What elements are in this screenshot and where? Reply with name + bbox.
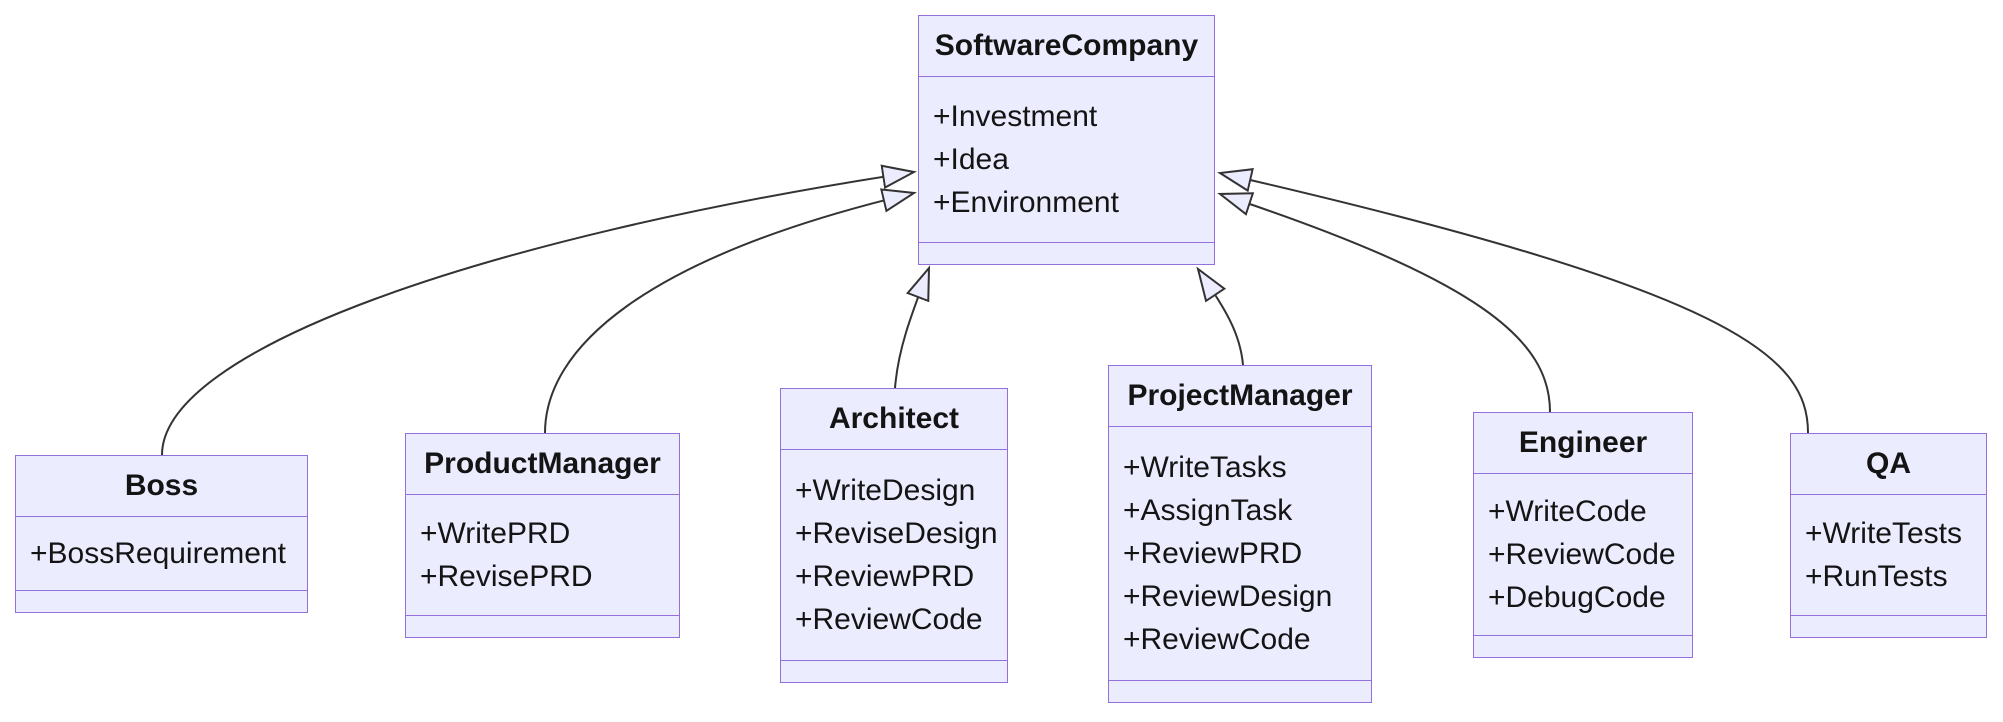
class-methods-empty — [406, 615, 679, 637]
class-methods-empty — [1791, 615, 1986, 637]
class-attribute: +WriteCode — [1488, 495, 1647, 528]
class-title-softwarecompany: SoftwareCompany — [934, 29, 1199, 62]
class-attribute: +ReviewCode — [795, 603, 983, 636]
class-box-engineer: Engineer +WriteCode +ReviewCode +DebugCo… — [1473, 412, 1693, 658]
class-box-qa: QA +WriteTests +RunTests — [1790, 433, 1987, 638]
class-attribute: +WriteTests — [1805, 517, 1962, 550]
class-attributes-boss: +BossRequirement — [16, 516, 307, 590]
edge-boss-to-softwarecompany — [161, 164, 917, 456]
class-attributes-qa: +WriteTests +RunTests — [1791, 494, 1986, 615]
class-attribute: +WriteDesign — [795, 474, 976, 507]
class-box-architect: Architect +WriteDesign +ReviseDesign +Re… — [780, 388, 1008, 683]
class-methods-empty — [1109, 680, 1371, 702]
class-attribute: +Environment — [933, 186, 1119, 219]
class-attributes-productmanager: +WritePRD +RevisePRD — [406, 494, 679, 615]
class-box-productmanager: ProductManager +WritePRD +RevisePRD — [405, 433, 680, 638]
class-methods-empty — [919, 242, 1214, 264]
class-attribute: +ReviewPRD — [1123, 537, 1303, 570]
class-attribute: +BossRequirement — [30, 537, 286, 570]
class-attribute: +ReviewPRD — [795, 560, 975, 593]
class-title-qa: QA — [1866, 447, 1911, 480]
class-attribute: +ReviewCode — [1488, 538, 1676, 571]
class-attribute: +WritePRD — [420, 517, 571, 550]
class-attribute: +WriteTasks — [1123, 451, 1287, 484]
class-attribute: +ReviewCode — [1123, 623, 1311, 656]
class-attribute: +ReviseDesign — [795, 517, 998, 550]
edge-qa-to-softwarecompany — [1217, 168, 1809, 434]
edge-productmanager-to-softwarecompany — [544, 188, 917, 434]
class-title-architect: Architect — [828, 402, 960, 435]
class-attribute: +RunTests — [1805, 560, 1948, 593]
class-methods-empty — [16, 590, 307, 612]
class-box-boss: Boss +BossRequirement — [15, 455, 308, 613]
class-attributes-projectmanager: +WriteTasks +AssignTask +ReviewPRD +Revi… — [1109, 426, 1371, 680]
edge-projectmanager-to-softwarecompany — [1196, 266, 1244, 366]
class-title-engineer: Engineer — [1518, 426, 1648, 459]
class-box-softwarecompany: SoftwareCompany +Investment +Idea +Envir… — [918, 15, 1215, 265]
edge-engineer-to-softwarecompany — [1217, 192, 1551, 413]
class-methods-empty — [1474, 635, 1692, 657]
edge-architect-to-softwarecompany — [894, 265, 931, 389]
class-box-projectmanager: ProjectManager +WriteTasks +AssignTask +… — [1108, 365, 1372, 703]
class-title-projectmanager: ProjectManager — [1127, 379, 1353, 412]
class-attribute: +ReviewDesign — [1123, 580, 1333, 613]
class-attribute: +AssignTask — [1123, 494, 1293, 527]
class-attribute: +Investment — [933, 100, 1098, 133]
class-attributes-engineer: +WriteCode +ReviewCode +DebugCode — [1474, 473, 1692, 635]
class-attribute: +DebugCode — [1488, 581, 1666, 614]
class-attributes-architect: +WriteDesign +ReviseDesign +ReviewPRD +R… — [781, 449, 1007, 660]
class-methods-empty — [781, 660, 1007, 682]
class-attribute: +Idea — [933, 143, 1009, 176]
class-title-boss: Boss — [124, 469, 199, 502]
class-title-productmanager: ProductManager — [424, 447, 661, 480]
class-attributes-softwarecompany: +Investment +Idea +Environment — [919, 76, 1214, 242]
class-attribute: +RevisePRD — [420, 560, 593, 593]
